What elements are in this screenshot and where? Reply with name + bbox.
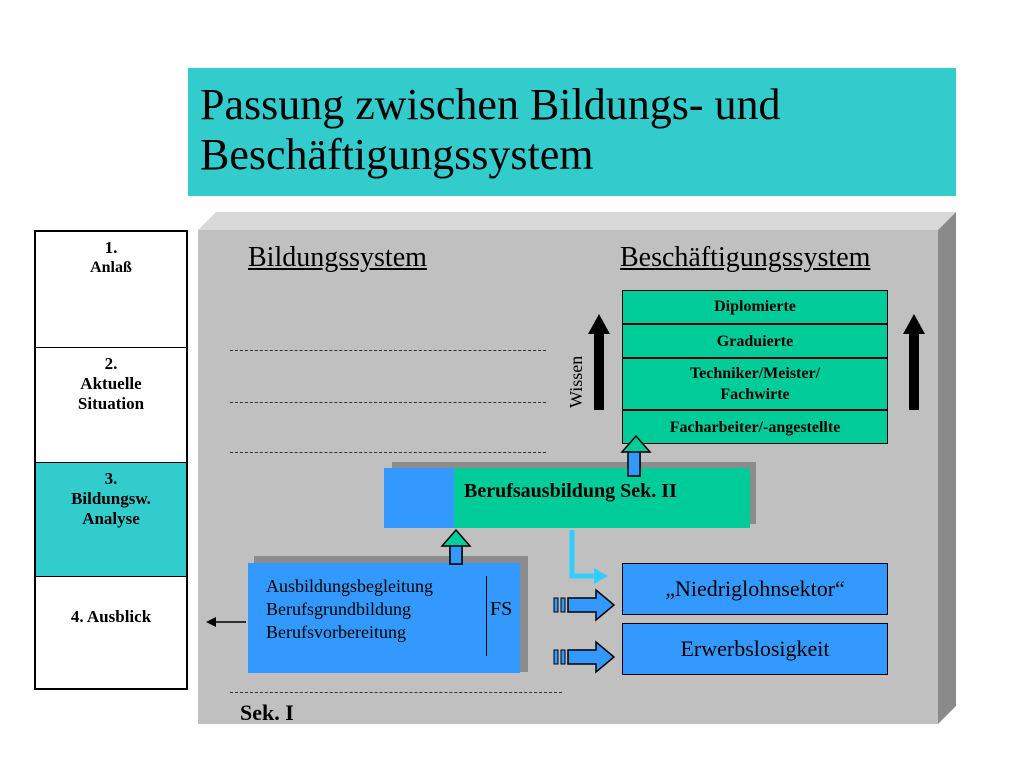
nav-item-bildungsw-analyse[interactable]: 3. Bildungsw. Analyse	[36, 463, 186, 577]
level-graduierte: Graduierte	[622, 324, 888, 358]
fs-label: FS	[490, 598, 513, 620]
nav-item-number: 1.	[104, 238, 118, 257]
bildungssystem-heading: Bildungssystem	[248, 242, 427, 273]
agenda-nav: 1. Anlaß 2. Aktuelle Situation 3. Bildun…	[34, 230, 188, 690]
level-line	[230, 350, 546, 351]
title-line-1: Passung zwischen Bildungs- und	[200, 80, 781, 129]
level-label: Graduierte	[716, 333, 794, 350]
beschaeftigungssystem-heading: Beschäftigungssystem	[620, 242, 871, 273]
level-label: Techniker/Meister/	[689, 365, 821, 382]
level-line	[230, 452, 546, 453]
level-techniker: Techniker/Meister/ Fachwirte	[622, 358, 888, 410]
slide-title: Passung zwischen Bildungs- und Beschäfti…	[188, 68, 956, 196]
berufsausbildung-box: Berufsausbildung Sek. II	[454, 468, 750, 528]
sek1-item: Berufsgrundbildung	[266, 599, 411, 619]
fs-divider	[486, 576, 487, 656]
title-line-2: Beschäftigungssystem	[200, 130, 594, 179]
nav-item-label: Bildungsw.	[71, 489, 151, 508]
nav-item-anlass[interactable]: 1. Anlaß	[36, 232, 186, 348]
nav-item-number: 3.	[104, 469, 118, 488]
nav-item-number: 2.	[104, 354, 118, 373]
nav-item-label-2: Situation	[77, 394, 145, 413]
sek1-box: Ausbildungsbegleitung Berufsgrundbildung…	[248, 563, 520, 673]
level-label: Facharbeiter/-angestellte	[669, 419, 841, 436]
level-line	[230, 692, 562, 693]
nav-item-label-2: Analyse	[82, 509, 140, 528]
level-diplomierte: Diplomierte	[622, 290, 888, 324]
level-line	[230, 402, 546, 403]
panel-frame-right	[938, 212, 956, 724]
sek1-item: Ausbildungsbegleitung	[266, 576, 433, 596]
level-label-2: Fachwirte	[720, 386, 790, 403]
sek1-item: Berufsvorbereitung	[266, 622, 406, 642]
niedriglohnsektor-box: „Niedriglohnsektor“	[622, 563, 888, 615]
sek1-label: Sek. I	[240, 700, 294, 725]
nav-item-ausblick[interactable]: 4. Ausblick	[36, 577, 186, 688]
berufsausbildung-blue-square	[384, 468, 454, 528]
level-facharbeiter: Facharbeiter/-angestellte	[622, 410, 888, 444]
wissen-label: Wissen	[566, 355, 586, 408]
level-label: Diplomierte	[714, 298, 796, 315]
panel-frame-top	[198, 212, 956, 230]
nav-item-label: 4. Ausblick	[70, 607, 152, 626]
nav-item-aktuelle-situation[interactable]: 2. Aktuelle Situation	[36, 348, 186, 463]
erwerbslosigkeit-box: Erwerbslosigkeit	[622, 623, 888, 675]
nav-item-label: Anlaß	[90, 259, 132, 276]
nav-item-label: Aktuelle	[80, 374, 142, 393]
